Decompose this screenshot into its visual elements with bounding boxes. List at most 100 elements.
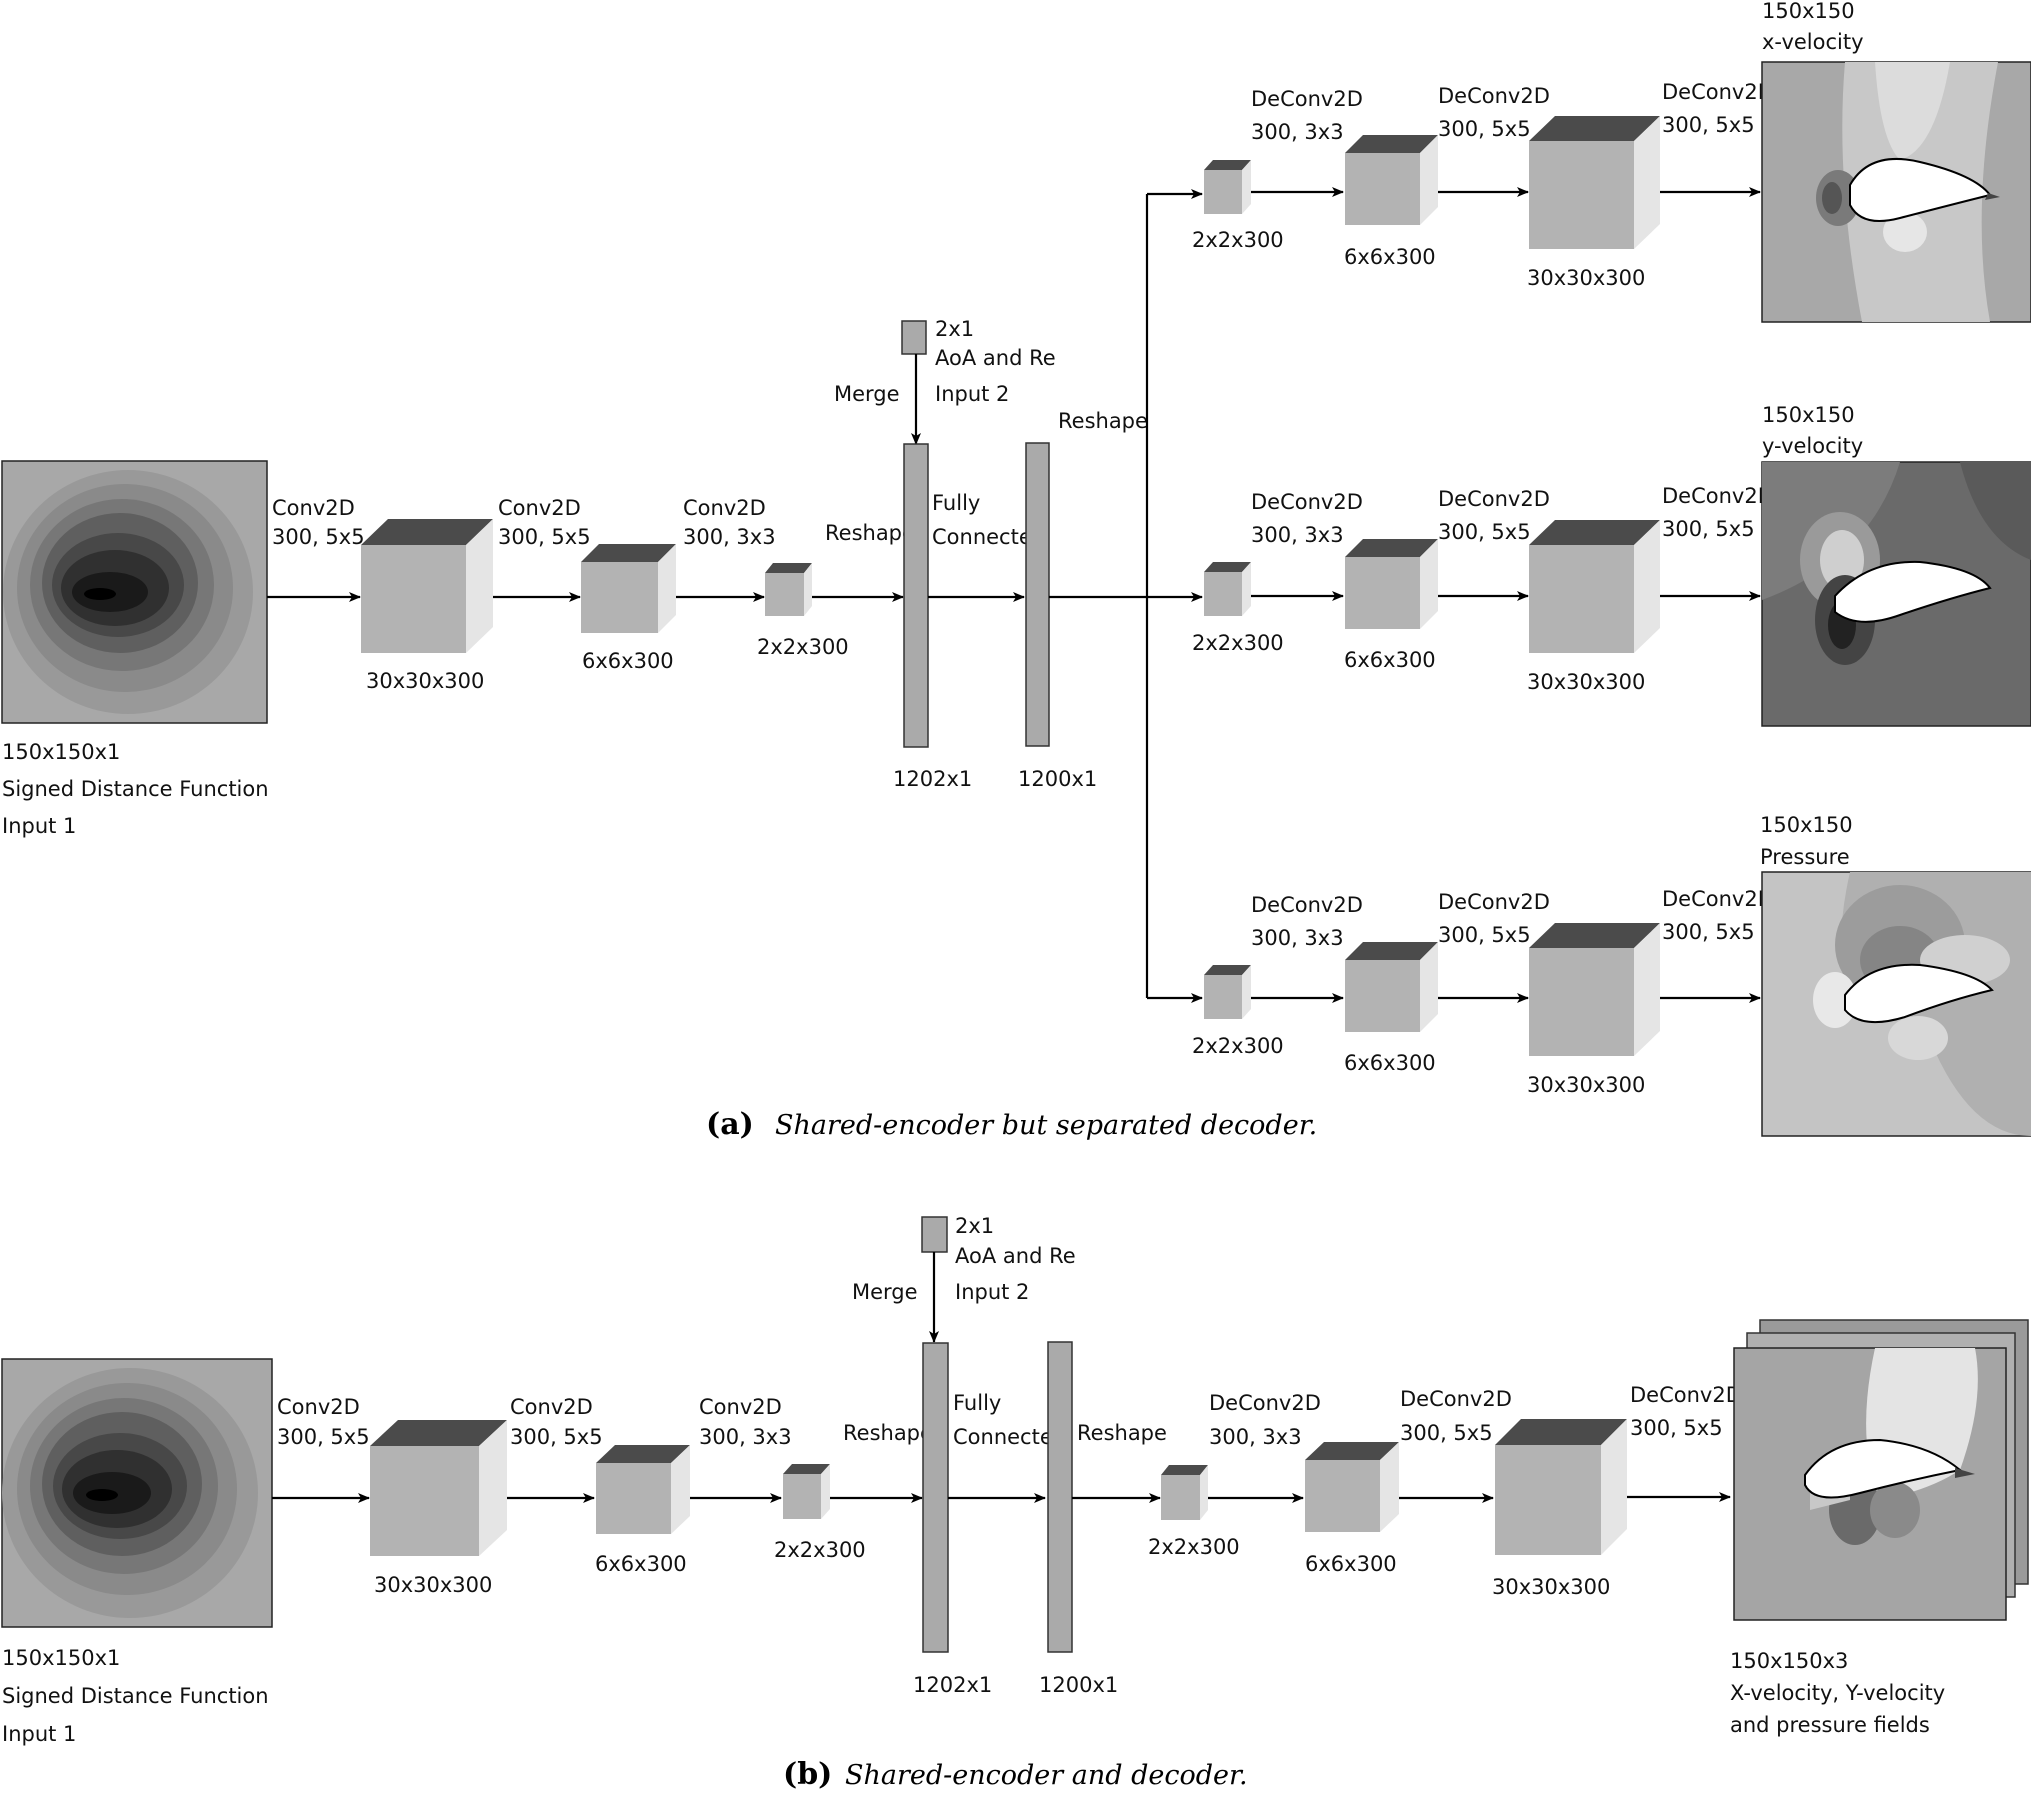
dec1-op: DeConv2D <box>1251 893 1363 917</box>
dec1-params: 300, 3x3 <box>1251 523 1344 547</box>
dec-block-2x2 <box>1204 160 1251 214</box>
dec2-params: 300, 5x5 <box>1438 923 1531 947</box>
fc-out-dims-b: 1200x1 <box>1039 1673 1118 1697</box>
dec2-dims: 6x6x300 <box>1344 648 1436 672</box>
conv1-params-b: 300, 5x5 <box>277 1425 370 1449</box>
dec2-op: DeConv2D <box>1438 890 1550 914</box>
input1-dims-a: 150x150x1 <box>2 740 120 764</box>
decoder-row-p: DeConv2D 300, 3x3 2x2x300 DeConv2D 300, … <box>1192 813 2031 1137</box>
dec2-params: 300, 5x5 <box>1438 520 1531 544</box>
dec2-op: DeConv2D <box>1438 487 1550 511</box>
conv3-params-b: 300, 3x3 <box>699 1425 792 1449</box>
dec-block-30x30-b <box>1495 1419 1627 1555</box>
dec-block-6x6-b <box>1305 1442 1399 1532</box>
input2-dims-a: 2x1 <box>935 317 974 341</box>
dec-block-2x2-b <box>1161 1465 1208 1520</box>
out-dims: 150x150 <box>1762 403 1855 427</box>
dec1-params-b: 300, 3x3 <box>1209 1425 1302 1449</box>
conv2-op-a: Conv2D <box>498 496 581 520</box>
input2-name-a: AoA and Re <box>935 346 1056 370</box>
block-30x30-a <box>361 519 493 653</box>
conv2-params-a: 300, 5x5 <box>498 525 591 549</box>
fc-in-dims-b: 1202x1 <box>913 1673 992 1697</box>
out-dims: 150x150 <box>1760 813 1853 837</box>
conv1-dims-a: 30x30x300 <box>366 669 484 693</box>
pressure-field-image <box>1761 871 2031 1137</box>
conv2-op-b: Conv2D <box>510 1395 593 1419</box>
conv1-dims-b: 30x30x300 <box>374 1573 492 1597</box>
input2-dims-b: 2x1 <box>955 1214 994 1238</box>
fc-out-dims-a: 1200x1 <box>1018 767 1097 791</box>
caption-label-b: (b) <box>783 1757 832 1792</box>
dec1-dims: 2x2x300 <box>1192 228 1284 252</box>
dec2-params-b: 300, 5x5 <box>1400 1421 1493 1445</box>
block-2x2-b <box>783 1464 830 1519</box>
block-2x2-a <box>765 563 812 616</box>
dec3-op: DeConv2D <box>1662 887 1774 911</box>
dec3-op-b: DeConv2D <box>1630 1383 1742 1407</box>
conv2-dims-a: 6x6x300 <box>582 649 674 673</box>
input1-role-b: Input 1 <box>2 1722 76 1746</box>
fc-label2-b: Connected <box>953 1425 1066 1449</box>
reshape2-b: Reshape <box>1077 1421 1167 1445</box>
dec-block-6x6 <box>1345 539 1438 629</box>
dec-block-6x6 <box>1345 135 1438 225</box>
dec1-op-b: DeConv2D <box>1209 1391 1321 1415</box>
input1-name-b: Signed Distance Function <box>2 1684 269 1708</box>
block-6x6-a <box>581 544 676 633</box>
block-30x30-b <box>370 1420 507 1556</box>
fc-out-bar-b <box>1047 1341 1073 1653</box>
sdf-input-image-b <box>1 1358 273 1628</box>
out-dims: 150x150 <box>1762 0 1855 23</box>
dec3-dims: 30x30x300 <box>1527 1073 1645 1097</box>
fc-out-bar-a <box>1025 442 1050 747</box>
dec-block-30x30 <box>1529 923 1660 1056</box>
merge-label-b: Merge <box>852 1280 918 1304</box>
conv2-params-b: 300, 5x5 <box>510 1425 603 1449</box>
block-6x6-b <box>596 1445 690 1534</box>
dec-block-2x2 <box>1204 965 1251 1019</box>
dec1-dims: 2x2x300 <box>1192 631 1284 655</box>
decoder-row-x: DeConv2D 300, 3x3 2x2x300 DeConv2D 300, … <box>1192 0 2031 323</box>
conv3-dims-a: 2x2x300 <box>757 635 849 659</box>
reshape2-a: Reshape <box>1058 409 1148 433</box>
merge-label-a: Merge <box>834 382 900 406</box>
input1-dims-b: 150x150x1 <box>2 1646 120 1670</box>
dec-block-30x30 <box>1529 116 1660 249</box>
xvel-field-image <box>1761 61 2031 323</box>
dec2-dims-b: 6x6x300 <box>1305 1552 1397 1576</box>
out-name: Pressure <box>1760 845 1850 869</box>
output-line1-b: X-velocity, Y-velocity <box>1730 1681 1945 1705</box>
dec1-params: 300, 3x3 <box>1251 120 1344 144</box>
conv3-dims-b: 2x2x300 <box>774 1538 866 1562</box>
dec3-params-b: 300, 5x5 <box>1630 1416 1723 1440</box>
fc-in-bar-b <box>922 1342 949 1653</box>
panel-b: 150x150x1 Signed Distance Function Input… <box>1 1214 2029 1746</box>
dec3-op: DeConv2D <box>1662 80 1774 104</box>
out-name: y-velocity <box>1762 434 1863 458</box>
fc-in-dims-a: 1202x1 <box>893 767 972 791</box>
dec1-op: DeConv2D <box>1251 490 1363 514</box>
dec1-params: 300, 3x3 <box>1251 926 1344 950</box>
dec3-params: 300, 5x5 <box>1662 517 1755 541</box>
dec3-dims: 30x30x300 <box>1527 670 1645 694</box>
dec-block-30x30 <box>1529 520 1660 653</box>
conv3-op-b: Conv2D <box>699 1395 782 1419</box>
dec1-op: DeConv2D <box>1251 87 1363 111</box>
decoder-row-y: DeConv2D 300, 3x3 2x2x300 DeConv2D 300, … <box>1192 403 2031 727</box>
dec3-dims: 30x30x300 <box>1527 266 1645 290</box>
conv1-op-a: Conv2D <box>272 496 355 520</box>
dec-block-6x6 <box>1345 942 1438 1032</box>
dec1-dims-b: 2x2x300 <box>1148 1535 1240 1559</box>
conv2-dims-b: 6x6x300 <box>595 1552 687 1576</box>
dec2-op: DeConv2D <box>1438 84 1550 108</box>
input1-name-a: Signed Distance Function <box>2 777 269 801</box>
dec3-dims-b: 30x30x300 <box>1492 1575 1610 1599</box>
output-line2-b: and pressure fields <box>1730 1713 1930 1737</box>
fc-label1-a: Fully <box>932 491 980 515</box>
reshape1-b: Reshape <box>843 1421 933 1445</box>
input2-role-b: Input 2 <box>955 1280 1029 1304</box>
dec3-params: 300, 5x5 <box>1662 113 1755 137</box>
panel-a: 150x150x1 Signed Distance Function Input… <box>1 189 1203 1003</box>
dec2-op-b: DeConv2D <box>1400 1387 1512 1411</box>
